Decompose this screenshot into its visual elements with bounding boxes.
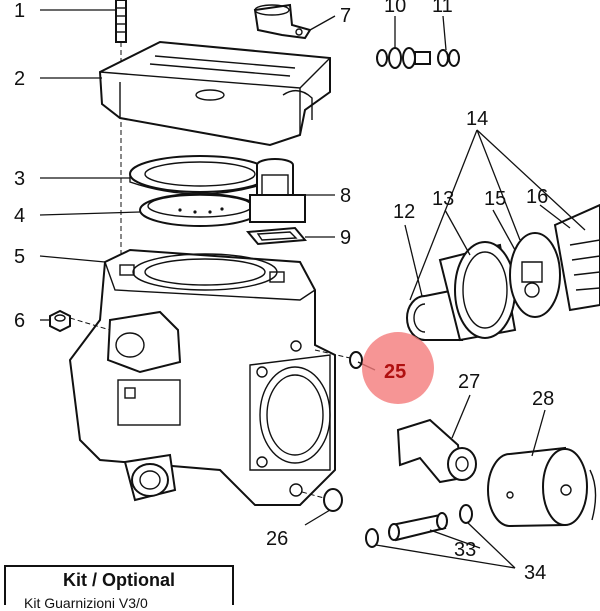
callout-7[interactable]: 7 xyxy=(340,5,351,27)
part-33-piston-pin xyxy=(388,512,448,542)
callout-16[interactable]: 16 xyxy=(526,186,548,208)
callout-8[interactable]: 8 xyxy=(340,185,351,207)
part-8-valve-housing xyxy=(249,158,306,223)
part-1-stud-bolt xyxy=(115,0,127,265)
part-12-needle-bearing xyxy=(406,288,464,341)
callout-27[interactable]: 27 xyxy=(458,371,480,393)
part-26-o-ring xyxy=(301,488,343,512)
callout-34[interactable]: 34 xyxy=(524,562,546,584)
callout-12[interactable]: 12 xyxy=(393,201,415,223)
part-13-pulley xyxy=(438,241,517,342)
callout-6[interactable]: 6 xyxy=(14,310,25,332)
callout-2[interactable]: 2 xyxy=(14,68,25,90)
callout-13[interactable]: 13 xyxy=(432,188,454,210)
leader-lines xyxy=(39,9,586,569)
part-27-connecting-rod xyxy=(396,418,477,484)
callout-14[interactable]: 14 xyxy=(466,108,488,130)
part-34-circlips xyxy=(365,504,473,548)
callout-5[interactable]: 5 xyxy=(14,246,25,268)
highlight-marker xyxy=(362,332,434,404)
part-25-o-ring xyxy=(314,349,363,369)
part-3-diaphragm xyxy=(129,155,271,195)
part-16-roller-bearing xyxy=(553,203,600,312)
part-7-cap xyxy=(253,3,312,40)
callout-11[interactable]: 11 xyxy=(432,0,453,17)
callout-25[interactable]: 25 xyxy=(384,361,406,383)
part-11-washer xyxy=(437,49,460,67)
part-5-main-body xyxy=(68,248,336,506)
part-6-nut xyxy=(49,309,111,333)
callout-4[interactable]: 4 xyxy=(14,205,25,227)
callout-3[interactable]: 3 xyxy=(14,168,25,190)
callout-10[interactable]: 10 xyxy=(384,0,406,17)
kit-subtitle: Kit Guarnizioni V3/0 xyxy=(24,595,148,611)
callout-1[interactable]: 1 xyxy=(14,0,25,22)
kit-optional-box[interactable]: Kit / Optional Kit Guarnizioni V3/0 xyxy=(4,565,234,611)
part-2-cover xyxy=(98,40,331,147)
part-9-gasket xyxy=(246,226,307,246)
part-4-plate xyxy=(139,193,261,227)
callout-15[interactable]: 15 xyxy=(484,188,506,210)
callout-26[interactable]: 26 xyxy=(266,528,288,550)
callout-33[interactable]: 33 xyxy=(454,539,476,561)
part-28-piston xyxy=(487,446,597,527)
callout-labels: 1 2 3 4 5 6 7 8 9 10 11 12 13 14 15 16 2… xyxy=(14,0,554,584)
callout-28[interactable]: 28 xyxy=(532,388,554,410)
part-10-valve-set xyxy=(376,47,431,69)
callout-9[interactable]: 9 xyxy=(340,227,351,249)
kit-title: Kit / Optional xyxy=(63,570,175,590)
part-15-bearing-cup xyxy=(509,232,561,318)
